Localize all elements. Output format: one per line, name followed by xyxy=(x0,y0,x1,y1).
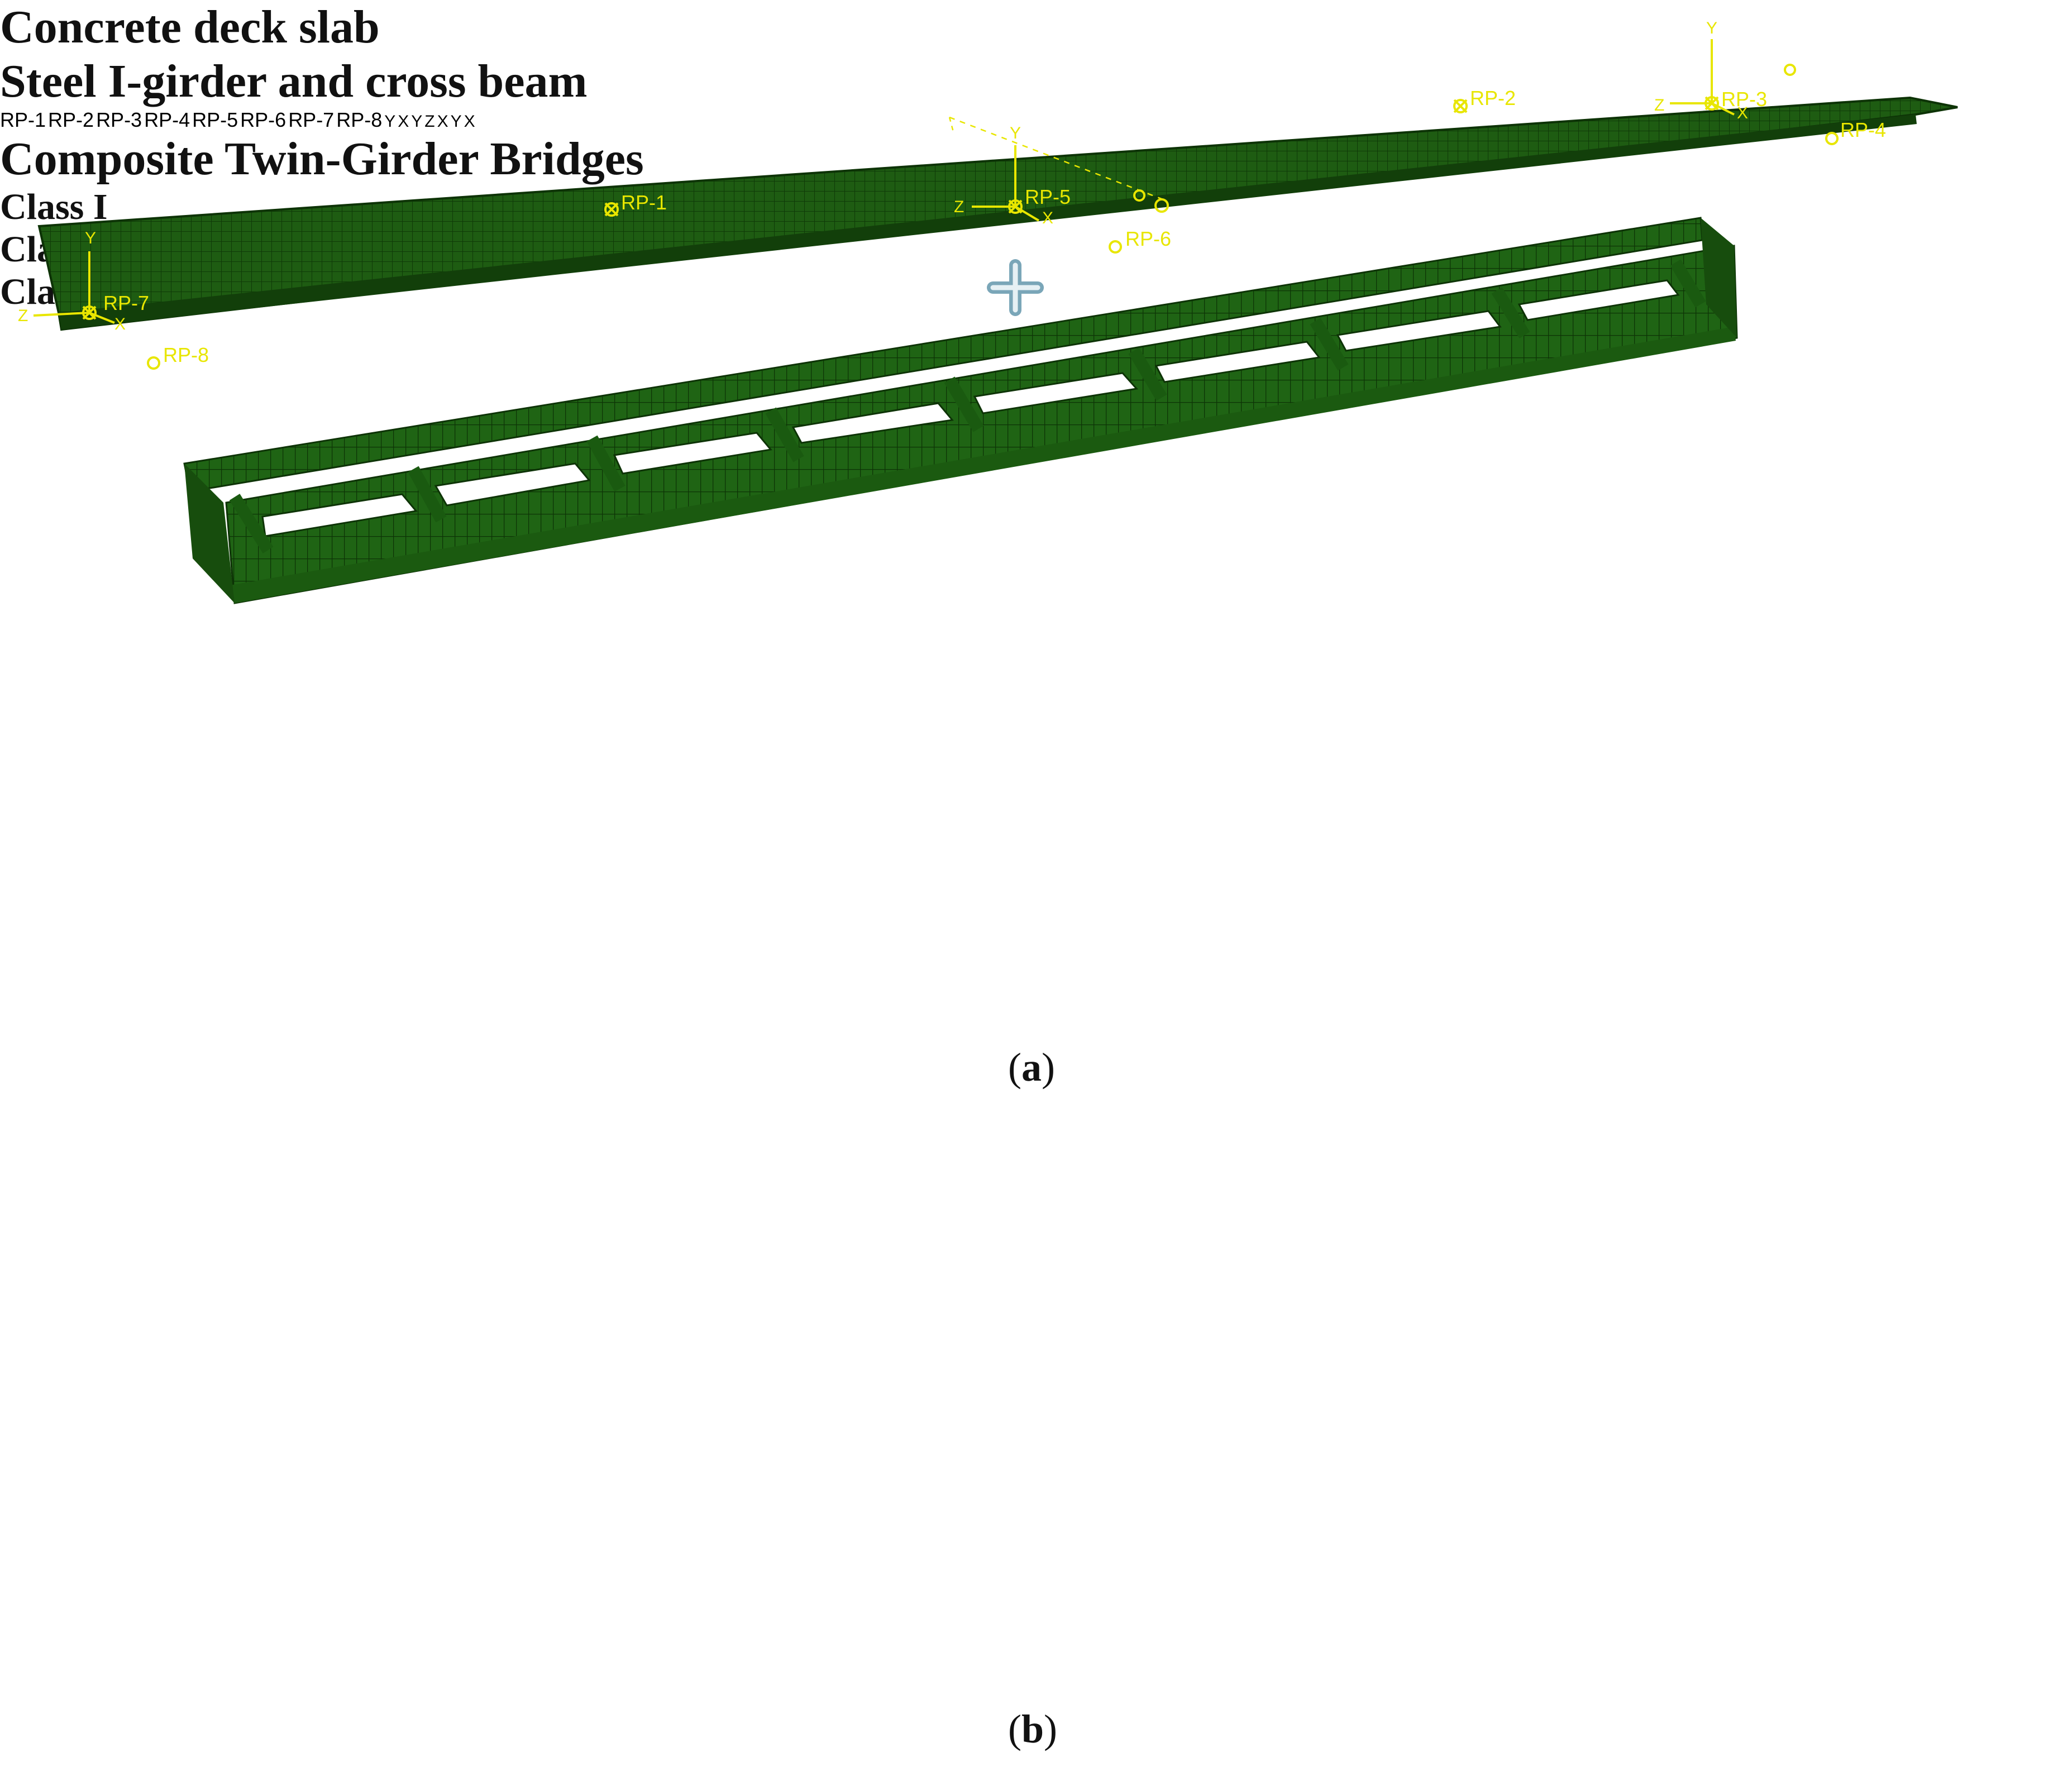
deck-rp-6-label: RP-6 xyxy=(1125,227,1171,250)
panel-b-letter: b xyxy=(1021,1707,1044,1751)
deck-axis-y-5: Y xyxy=(1010,124,1021,142)
steel-girder-assembly xyxy=(183,217,1738,604)
composite-title: Composite Twin-Girder Bridges xyxy=(0,133,644,185)
deck-reference-points xyxy=(33,39,1839,370)
deck-reference-labels: RP-1 RP-2 RP-3 RP-4 RP-5 RP-6 RP-7 RP-8 … xyxy=(18,19,1886,366)
deck-rp-6-marker xyxy=(1109,240,1122,254)
deck-axis-z-3: Z xyxy=(1654,96,1664,114)
comp-rp-3-label: RP-3 xyxy=(96,108,142,131)
deck-rp-8-label: RP-8 xyxy=(163,343,209,366)
comp-rp-6-label: RP-6 xyxy=(240,108,287,131)
comp-axis-x-3: X xyxy=(437,112,448,131)
deck-axis-x-7: X xyxy=(114,315,126,333)
comp-axis-y-3: Y xyxy=(411,112,423,131)
comp-rp-4-label: RP-4 xyxy=(144,108,190,131)
deck-axis-z-7: Z xyxy=(18,307,28,325)
comp-rp-8-label: RP-8 xyxy=(336,108,383,131)
plus-icon xyxy=(987,259,1044,316)
deck-rp-1-label: RP-1 xyxy=(621,191,667,214)
panel-a-label: (a) xyxy=(1008,1045,1055,1090)
composite-reference-labels: RP-1 RP-2 RP-3 RP-4 RP-5 RP-6 RP-7 RP-8 … xyxy=(0,108,475,131)
deck-axis-x-5: X xyxy=(1042,209,1053,227)
comp-axis-y-5: Y xyxy=(384,112,396,131)
deck-axis-y-7: Y xyxy=(85,229,96,247)
deck-rp-4-marker xyxy=(1825,132,1839,145)
comp-axis-x-5: X xyxy=(398,112,409,131)
deck-rp-3-label: RP-3 xyxy=(1721,88,1767,111)
deck-axis-z-5: Z xyxy=(954,198,964,216)
class-i-label: Class I xyxy=(0,187,108,227)
concrete-deck-slab xyxy=(37,96,1958,331)
deck-rp-7-label: RP-7 xyxy=(103,292,149,314)
panel-b-label: (b) xyxy=(1008,1707,1058,1751)
deck-rp-5-label: RP-5 xyxy=(1025,185,1071,208)
comp-axis-x-7: X xyxy=(464,112,475,131)
deck-rp-1-marker xyxy=(604,202,619,217)
deck-rp-4-label: RP-4 xyxy=(1840,118,1886,141)
deck-rp-8-marker xyxy=(147,356,160,370)
deck-rp-2-label: RP-2 xyxy=(1470,87,1516,109)
panel-a-letter: a xyxy=(1021,1045,1042,1090)
comp-rp-7-label: RP-7 xyxy=(288,108,335,131)
comp-axis-z-3: Z xyxy=(424,112,435,131)
steel-title: Steel I-girder and cross beam xyxy=(0,55,588,107)
comp-rp-2-label: RP-2 xyxy=(48,108,94,131)
comp-rp-1-label: RP-1 xyxy=(0,108,46,131)
deck-axis-x-3: X xyxy=(1737,104,1748,122)
comp-rp-5-label: RP-5 xyxy=(192,108,238,131)
deck-title: Concrete deck slab xyxy=(0,1,380,53)
deck-rp-2-marker xyxy=(1453,99,1468,113)
deck-axis-y-3: Y xyxy=(1706,19,1717,37)
comp-axis-y-7: Y xyxy=(450,112,462,131)
